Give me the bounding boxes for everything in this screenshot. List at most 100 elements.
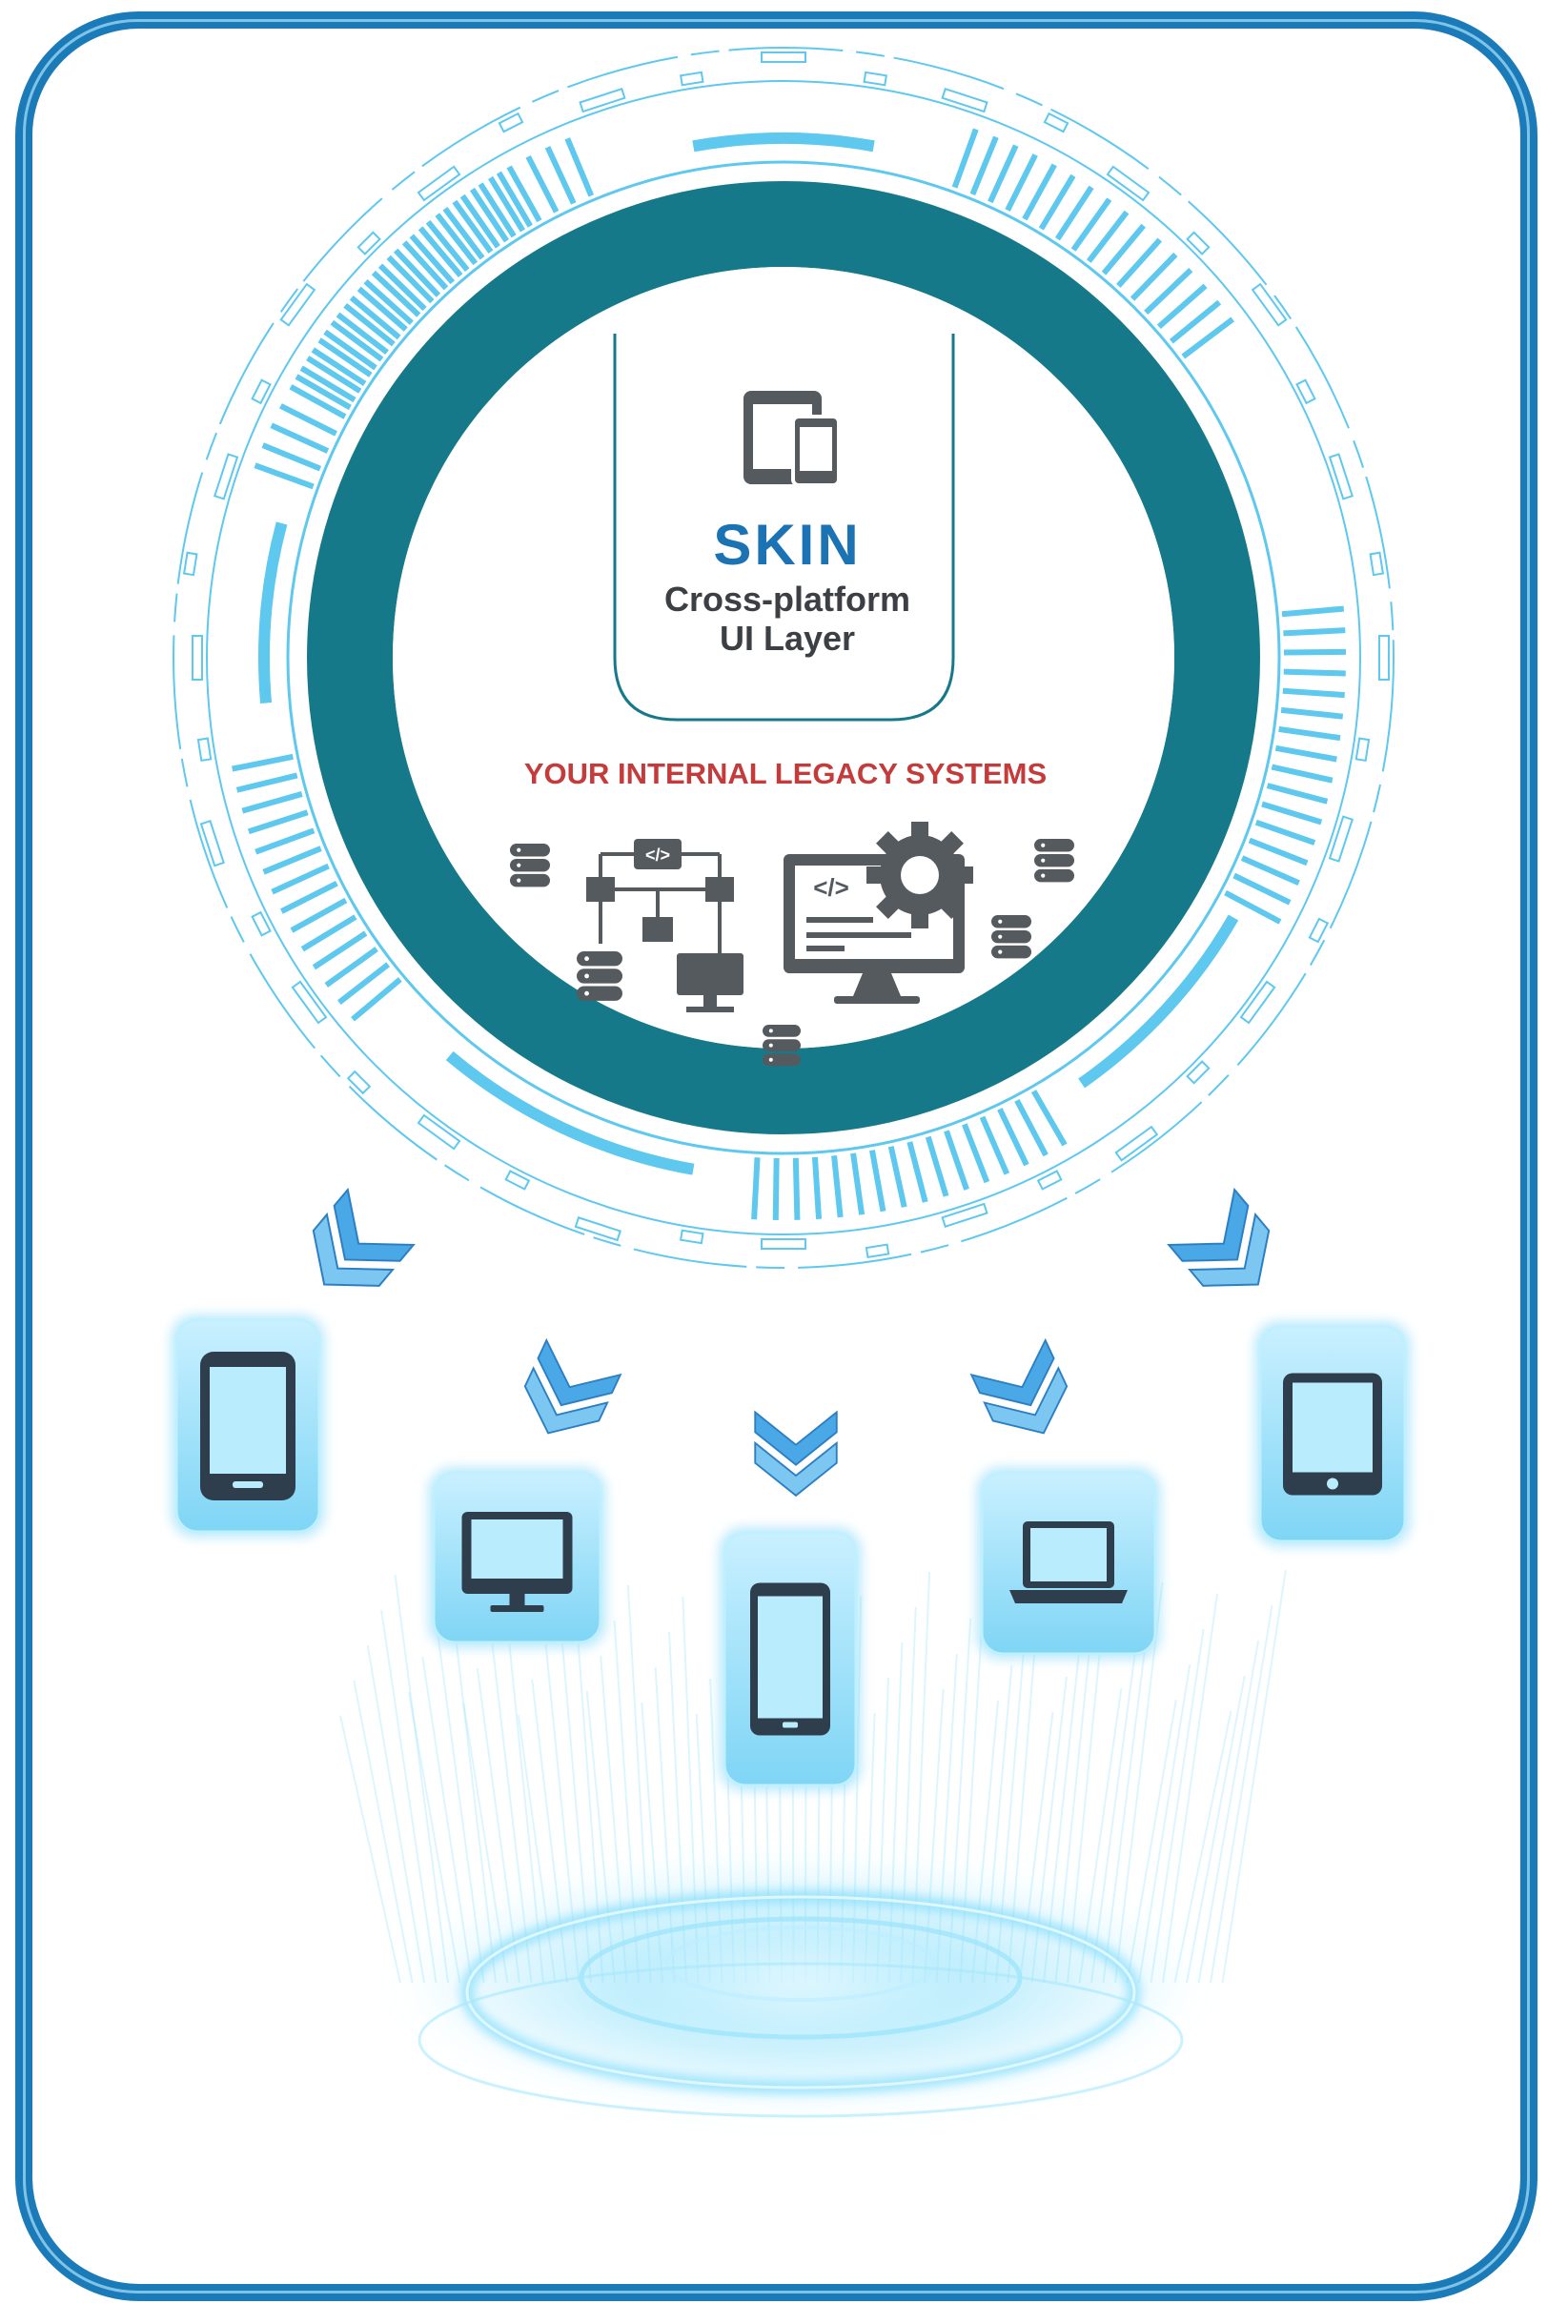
ring-tick — [299, 365, 356, 403]
ring-tick — [478, 182, 517, 238]
ring-tick — [386, 255, 435, 304]
ring-tick — [1283, 668, 1346, 677]
desktop-monitor-icon — [461, 1512, 573, 1612]
light-ray — [1197, 1640, 1260, 1984]
svg-text:</>: </> — [645, 846, 670, 865]
tablet-phone-icon — [743, 391, 841, 487]
ring-node-rect — [251, 378, 272, 405]
ring-node-rect — [251, 910, 272, 937]
ring-tick — [401, 240, 449, 291]
ring-tick — [496, 171, 533, 228]
ring-tick — [435, 213, 479, 266]
light-ray — [1150, 1628, 1205, 1984]
ring-tick — [270, 422, 330, 454]
ring-tick — [772, 1157, 780, 1220]
ring-tick — [925, 1135, 949, 1197]
ring-arc-bar — [258, 521, 288, 704]
legacy-systems-illustration: </> </> — [510, 822, 1074, 1067]
ring-tick — [988, 144, 1019, 204]
tech-ring-decoration — [173, 47, 1395, 1269]
ring-node-rect — [504, 1170, 531, 1191]
tablet-icon — [200, 1352, 295, 1500]
light-ray — [380, 1609, 438, 1984]
ring-node-rect — [680, 71, 704, 87]
ring-tick — [393, 248, 441, 297]
ring-tick — [343, 302, 396, 347]
ring-tick — [1022, 163, 1057, 221]
ring-tick — [979, 1115, 1010, 1175]
ring-tick — [1005, 153, 1038, 212]
ring-node-rect — [192, 635, 203, 681]
svg-text:</>: </> — [813, 873, 849, 902]
ring-tick — [262, 846, 322, 875]
database-icon — [763, 1025, 801, 1067]
ring-tick — [1224, 889, 1282, 925]
ring-tick — [1086, 210, 1130, 263]
ring-node-rect — [199, 820, 225, 867]
main-ring — [307, 181, 1260, 1134]
ring-tick — [312, 930, 368, 970]
ring-tick — [525, 154, 560, 214]
ring-node-rect — [1378, 635, 1390, 681]
chevron-down-icon — [523, 1337, 622, 1435]
ring-tick — [1266, 783, 1329, 805]
ring-node-rect — [1295, 378, 1316, 405]
ring-tick — [997, 1108, 1029, 1167]
ring-node-rect — [196, 737, 213, 762]
ring-tick — [470, 187, 509, 243]
ring-tick — [1130, 252, 1178, 301]
ring-tick — [371, 270, 421, 317]
ring-tick — [1280, 706, 1344, 720]
outer-dashed-circle — [173, 47, 1395, 1269]
chevron-down-icon — [969, 1337, 1069, 1435]
ring-tick — [1282, 687, 1345, 699]
light-ray — [394, 1574, 449, 1984]
ring-node-rect — [498, 112, 524, 133]
ring-tick — [235, 772, 298, 793]
ring-tick — [356, 286, 408, 332]
ring-tick — [811, 1156, 823, 1220]
ring-tick — [1261, 801, 1323, 826]
ring-tick — [363, 278, 414, 325]
flowchart-code-icon: </> — [586, 839, 743, 1012]
ring-tick — [1248, 837, 1309, 866]
database-icon — [991, 915, 1031, 959]
ring-tick — [289, 384, 347, 419]
ring-tick — [247, 809, 309, 835]
ring-node-rect — [761, 51, 806, 63]
ring-tick — [1030, 1090, 1068, 1147]
ring-tick — [951, 128, 979, 189]
light-ray — [339, 1715, 401, 1984]
ring-node-rect — [680, 1229, 704, 1245]
ring-tick — [831, 1155, 844, 1218]
ring-tick — [306, 356, 362, 394]
ring-node-rect — [1239, 980, 1276, 1025]
ring-tick — [1169, 299, 1222, 344]
ring-tick — [887, 1146, 907, 1208]
skin-card-border — [613, 334, 955, 722]
device-tile-laptop — [976, 1467, 1161, 1660]
ring-tick — [254, 462, 315, 490]
ring-tick — [279, 403, 337, 437]
ring-node-rect — [574, 1216, 621, 1242]
chevron-down-icon — [312, 1187, 416, 1287]
ring-node-rect — [1251, 282, 1288, 327]
tablet-icon — [1283, 1373, 1382, 1496]
ring-node-rect — [356, 231, 381, 255]
ring-tick — [311, 347, 367, 387]
ring-tick — [1283, 627, 1346, 637]
ring-tick — [1116, 237, 1163, 288]
device-tile-tablet-portrait — [171, 1315, 325, 1538]
ring-tick — [962, 1123, 990, 1184]
ring-tick — [506, 165, 542, 223]
ring-tick — [1240, 855, 1300, 886]
light-ray — [1186, 1675, 1246, 1984]
ring-node-rect — [417, 1113, 461, 1151]
ring-node-rect — [1328, 453, 1354, 500]
skin-subtitle-line1: Cross-platform — [664, 580, 910, 619]
ring-node-rect — [1036, 1170, 1063, 1191]
ring-tick — [317, 337, 373, 377]
database-icon — [1034, 839, 1074, 883]
database-icon — [510, 844, 550, 887]
